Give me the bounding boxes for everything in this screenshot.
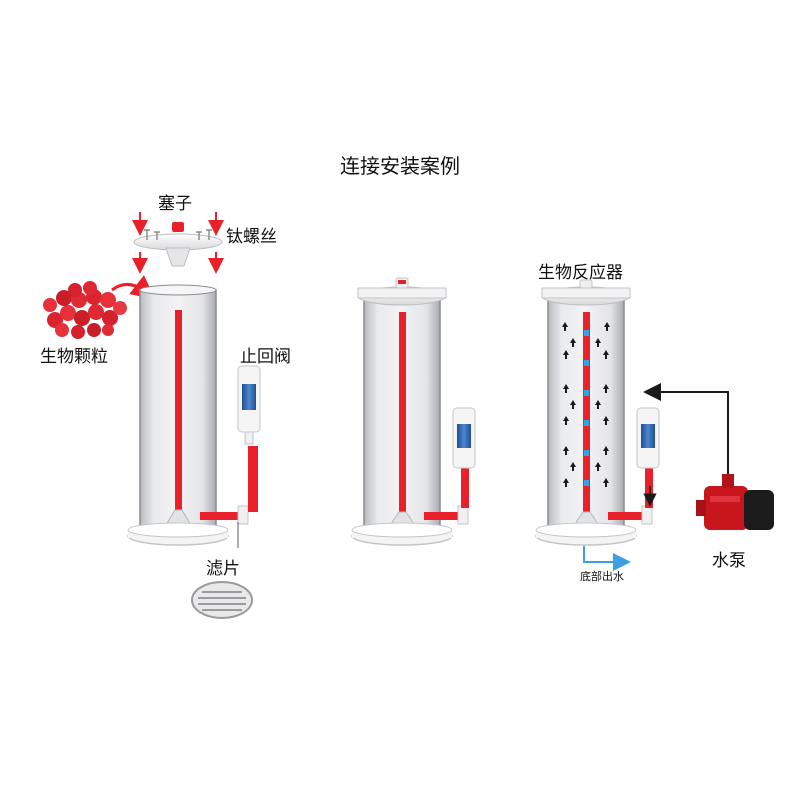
reactor-exploded [43,212,261,619]
label-plug: 塞子 [158,194,192,214]
plug-icon [172,222,184,232]
label-bio-pellets: 生物颗粒 [40,347,108,367]
diagram-title: 连接安装案例 [340,154,460,178]
pellet-cluster-icon [43,281,127,339]
label-water-pump: 水泵 [712,551,746,571]
label-bottom-outlet: 底部出水 [580,570,624,583]
label-check-valve: 止回阀 [240,347,291,367]
label-filter-plate: 滤片 [206,559,240,579]
center-tube [175,310,182,520]
reactor-with-pump [535,279,774,571]
filter-disc-icon [191,581,253,619]
reactor-assembled [351,277,476,546]
label-titanium-screws: 钛螺丝 [226,227,277,247]
water-pump-icon [696,474,774,530]
lid-exploded [133,222,223,267]
check-valve-icon [237,365,261,445]
label-bio-reactor: 生物反应器 [538,263,623,283]
